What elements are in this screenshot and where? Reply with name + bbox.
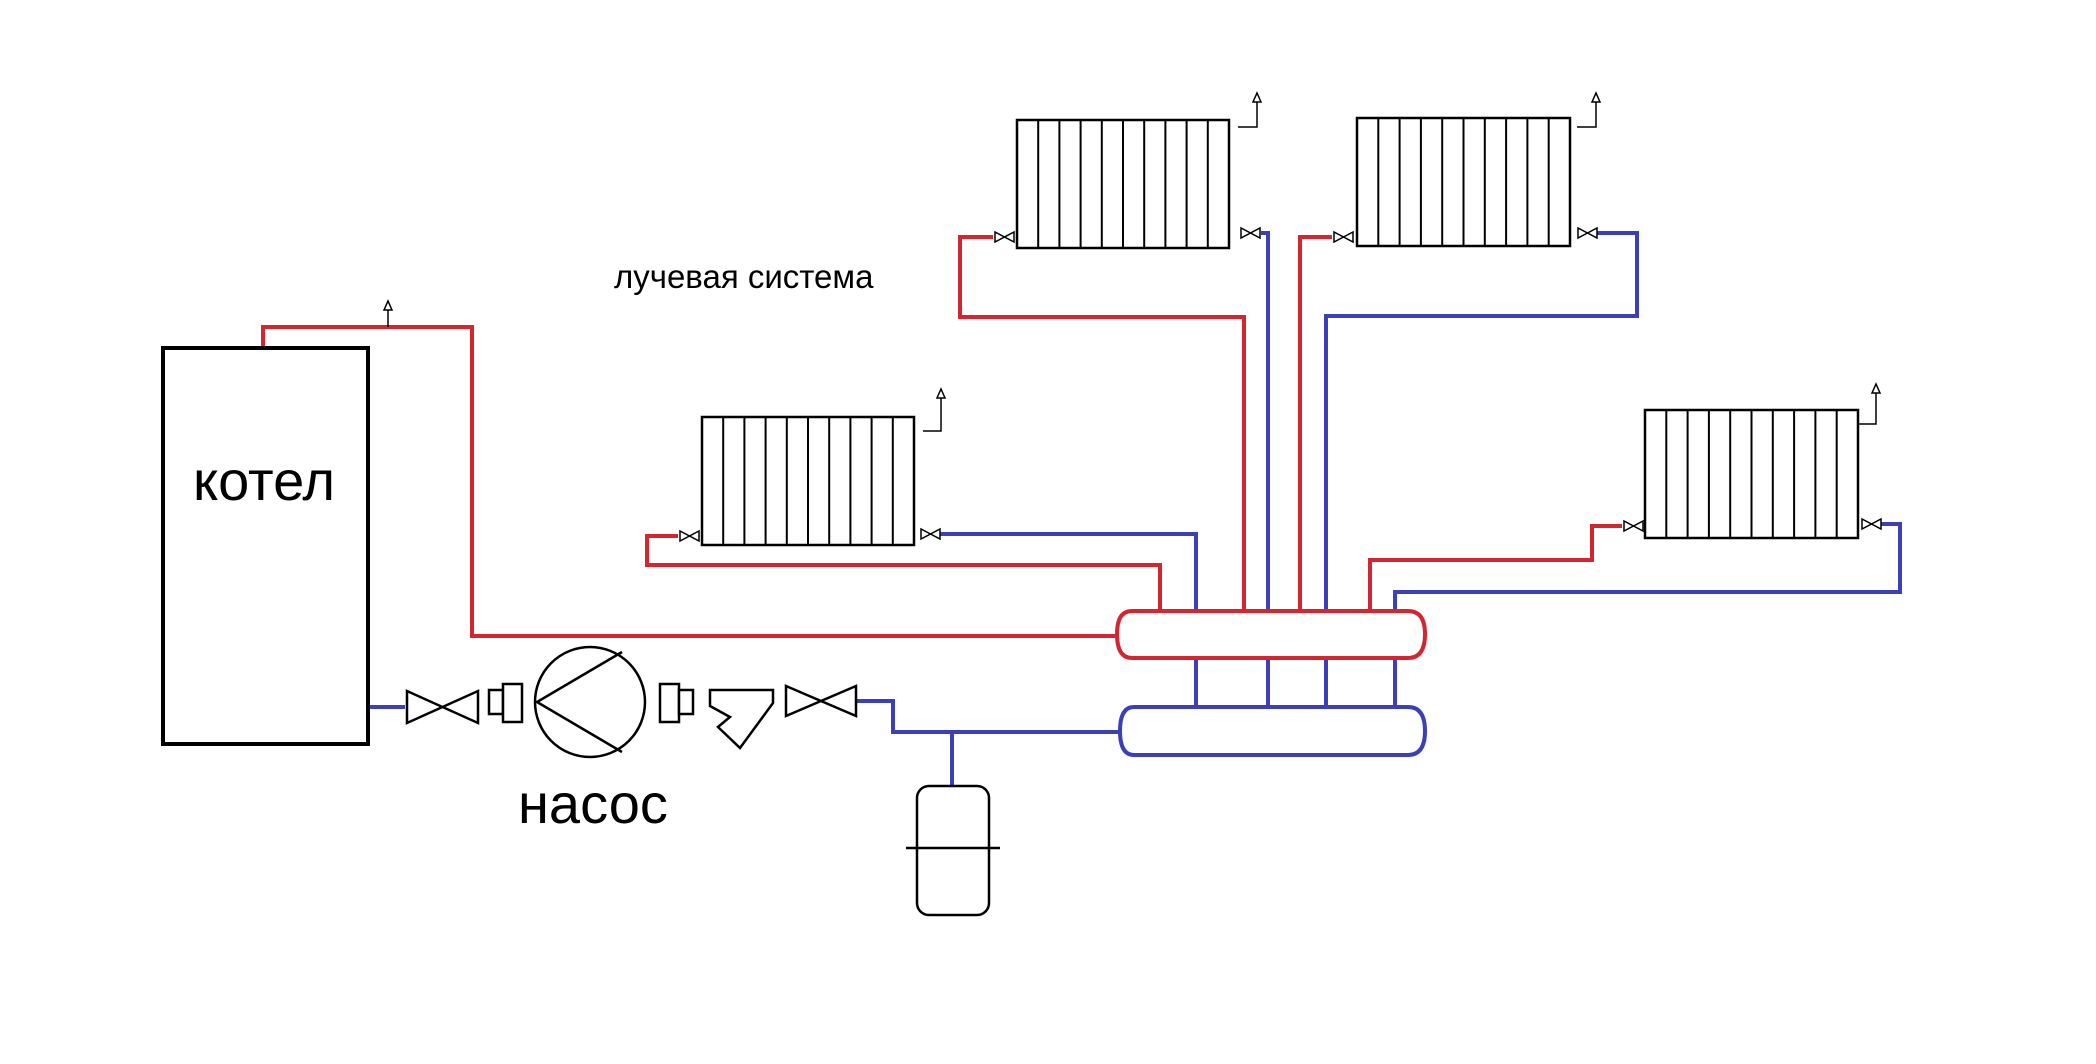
boiler-label: котел [193, 449, 336, 512]
supply-pipes [261, 235, 1622, 638]
strainer-filter-icon [708, 688, 775, 750]
radiator-2 [1015, 118, 1231, 250]
expansion-tank-icon [906, 784, 1000, 917]
pump-label: насос [518, 772, 668, 835]
return-manifold [1117, 705, 1428, 757]
return-pipes [368, 231, 1902, 785]
radiator-valve-icons [679, 226, 1882, 543]
ball-valve-icon [784, 684, 858, 718]
system-label: лучевая система [614, 258, 874, 295]
radiator-1 [700, 415, 916, 547]
radiator-air-vent-icons [923, 91, 1882, 432]
boiler [161, 346, 370, 746]
radiators-group [700, 116, 1860, 547]
manifold-return-stubs [1194, 660, 1397, 706]
radiator-3 [1355, 116, 1572, 248]
circulation-pump-icon [533, 645, 647, 759]
pump-coupling-icon [487, 682, 524, 724]
radiator-4 [1643, 408, 1860, 540]
supply-manifold [1114, 609, 1428, 660]
air-vent-icon [382, 299, 394, 327]
ball-valve-icon [405, 689, 480, 725]
pump-coupling-icon [658, 682, 695, 724]
